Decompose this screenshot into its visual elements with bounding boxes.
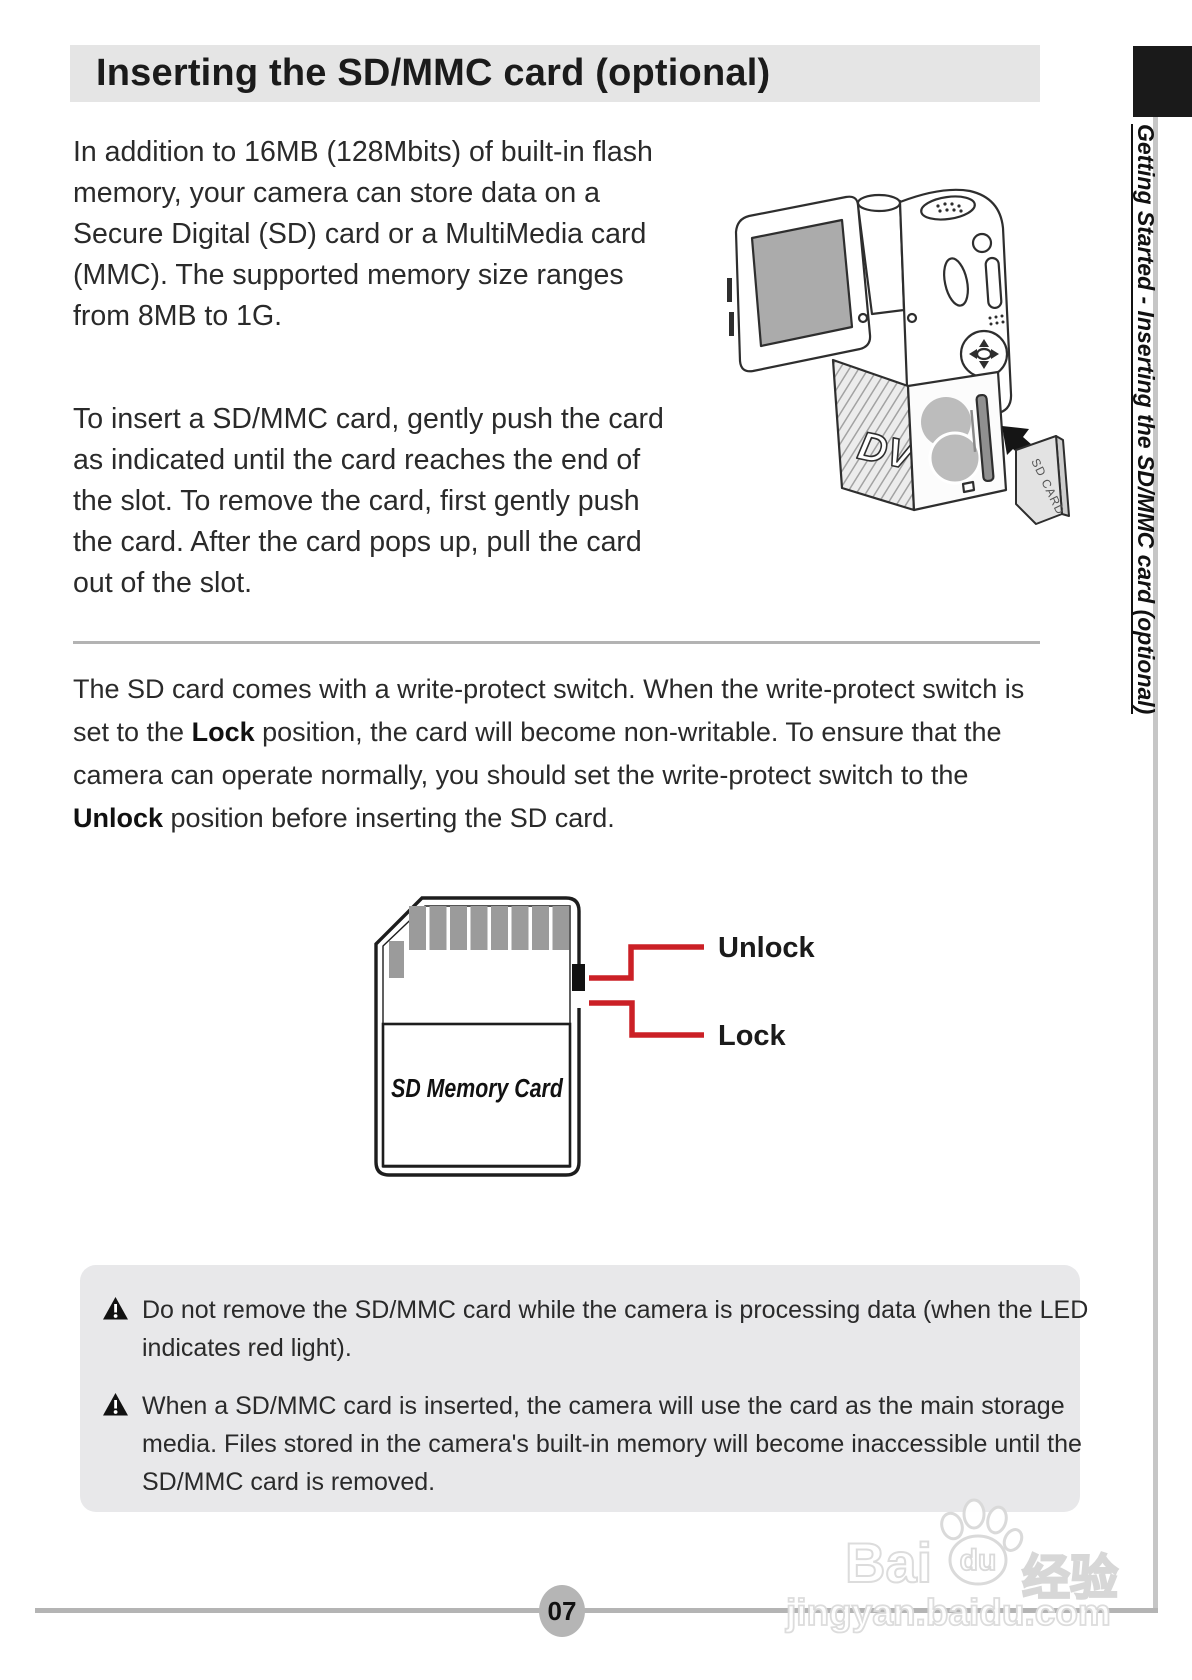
write-protect-text: position before inserting the SD card. (163, 803, 615, 833)
sd-memory-card-label: SD Memory Card (391, 1074, 563, 1104)
section-divider (73, 641, 1040, 644)
page-title: Inserting the SD/MMC card (optional) (96, 52, 771, 94)
leader-lines (589, 944, 704, 1038)
unlock-keyword: Unlock (73, 803, 164, 833)
write-protect-text: The SD card comes with a write-protect s… (73, 674, 1025, 747)
notes-box: Do not remove the SD/MMC card while the … (80, 1265, 1088, 1512)
intro-paragraph: In addition to 16MB (128Mbits) of built-… (73, 136, 653, 332)
sd-card-contacts (389, 906, 570, 978)
write-protect-switch (572, 964, 585, 991)
zoom-slider (984, 256, 1003, 310)
section-tab-marker (1133, 46, 1192, 117)
note-text: When a SD/MMC card is inserted, the came… (142, 1392, 1082, 1496)
sd-card-label-area (381, 1022, 572, 1168)
du-watermark-text: du (960, 1544, 997, 1577)
lock-label: Lock (718, 1020, 787, 1052)
write-protect-paragraph: The SD card comes with a write-protect s… (73, 668, 1048, 840)
footer-rule (35, 1608, 1158, 1613)
sd-card-diagram: SD Memory Card Unlock Lock (374, 896, 816, 1177)
watermark-url: jingyan.baidu.com (785, 1591, 1112, 1634)
sidebar-section-label: Getting Started - Inserting the SD/MMC c… (1131, 124, 1159, 715)
write-protect-text: position, the card will become non-writa… (73, 717, 1002, 790)
paw-icon: du (940, 1498, 1024, 1586)
baidu-watermark-text: Bai (844, 1530, 933, 1595)
lock-keyword: Lock (191, 717, 255, 747)
inserting-sd-card (1015, 435, 1063, 525)
lock-leader-line (589, 1000, 704, 1038)
sd-card-slot (975, 393, 995, 483)
note-text: Do not remove the SD/MMC card while the … (142, 1296, 1089, 1362)
note-item: When a SD/MMC card is inserted, the came… (102, 1387, 1092, 1501)
page-number-badge: 07 (539, 1585, 585, 1637)
sidebar-strip (1153, 117, 1158, 1613)
warning-icon (102, 1296, 129, 1367)
camera-illustration: DV SD CARD (727, 188, 1070, 525)
insert-instructions-paragraph: To insert a SD/MMC card, gently push the… (73, 403, 664, 599)
note-item: Do not remove the SD/MMC card while the … (102, 1291, 1092, 1367)
jingyan-watermark-text: 经验 (1021, 1551, 1119, 1606)
warning-icon (102, 1392, 129, 1501)
unlock-label: Unlock (718, 932, 816, 964)
unlock-leader-line (589, 944, 704, 981)
shutter-button (971, 232, 993, 254)
lcd-screen (750, 218, 854, 348)
page-title-bar: Inserting the SD/MMC card (optional) (70, 45, 1040, 102)
page-number: 07 (547, 1595, 577, 1626)
side-oval-button (943, 257, 969, 307)
mic-grille (920, 195, 976, 221)
